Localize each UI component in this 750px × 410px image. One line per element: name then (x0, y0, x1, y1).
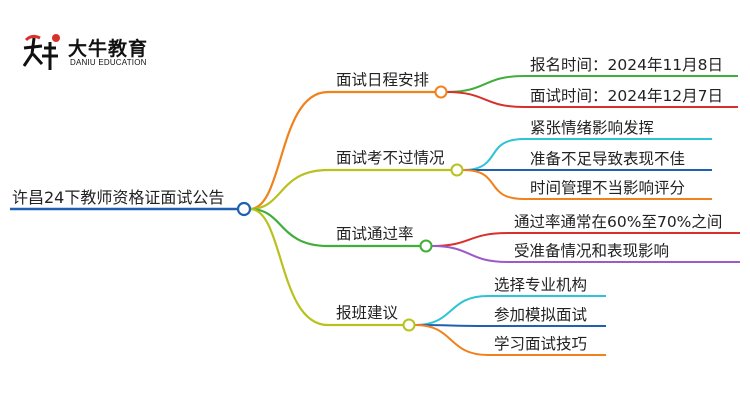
child-label-4-2: 参加模拟面试 (494, 306, 587, 324)
branch-node-circle-3 (419, 239, 433, 253)
branch-connector-1 (249, 90, 329, 211)
child-label-1-2: 面试时间：2024年12月7日 (530, 87, 723, 105)
brand-logo: 大牛教育 DANIU EDUCATION (18, 28, 158, 72)
branch-connector-3 (249, 207, 329, 248)
branch-label-3: 面试通过率 (336, 225, 414, 243)
branch-label-2: 面试考不过情况 (336, 149, 445, 167)
branch-connector-4 (249, 207, 329, 327)
child-connector-3-2 (431, 245, 509, 263)
branch-label-1: 面试日程安排 (336, 71, 429, 89)
child-connector-4-3 (414, 324, 489, 356)
child-label-1-1: 报名时间：2024年11月8日 (530, 56, 723, 74)
child-connector-1-1 (446, 75, 525, 93)
child-label-2-3: 时间管理不当影响评分 (530, 179, 685, 197)
root-node-circle (236, 201, 252, 217)
branch-node-circle-2 (450, 163, 464, 177)
daniu-logo-icon (22, 34, 60, 70)
branch-node-circle-1 (434, 85, 448, 99)
branch-label-4: 报班建议 (336, 304, 399, 322)
root-label: 许昌24下教师资格证面试公告 (12, 188, 224, 207)
branch-connector-2 (249, 168, 329, 211)
branch-node-circle-4 (402, 318, 416, 332)
child-connector-2-1 (462, 138, 525, 171)
child-connector-4-1 (414, 295, 489, 326)
child-label-4-1: 选择专业机构 (494, 276, 587, 294)
brand-subtitle: DANIU EDUCATION (70, 58, 147, 67)
child-label-4-3: 学习面试技巧 (494, 335, 587, 353)
child-connector-3-1 (431, 232, 509, 247)
child-label-3-2: 受准备情况和表现影响 (514, 242, 669, 260)
child-label-2-1: 紧张情绪影响发挥 (530, 119, 654, 137)
child-label-3-1: 通过率通常在60%至70%之间 (514, 213, 722, 231)
child-label-2-2: 准备不足导致表现不佳 (530, 150, 685, 168)
child-connector-2-3 (462, 169, 525, 200)
child-connector-1-2 (446, 91, 525, 108)
brand-name: 大牛教育 (68, 38, 149, 60)
